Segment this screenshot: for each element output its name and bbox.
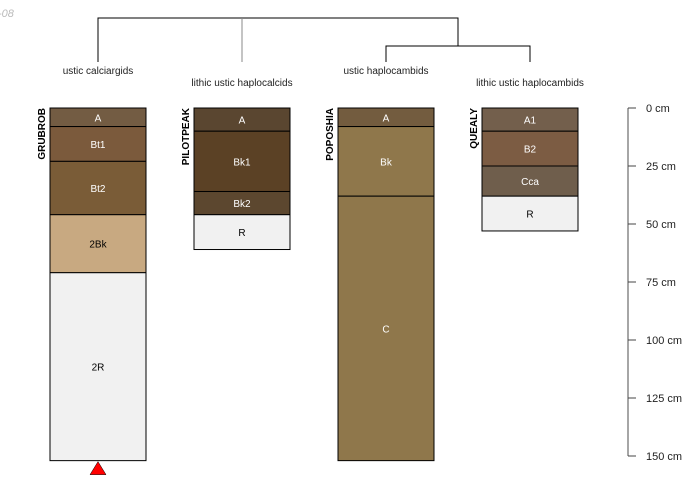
horizon-bt1 [49,126,147,162]
depth-tick-label: 0 cm [646,103,670,115]
horizon-r [481,195,579,232]
horizon-label: A [95,113,102,124]
taxon-label: ustic haplocambids [343,66,428,77]
dendrogram [97,17,531,62]
horizon-label: R [238,228,245,239]
taxon-label: ustic calciargids [63,66,134,77]
horizon-r [193,214,291,251]
horizon-label: Bt1 [90,140,105,151]
horizon-label: Bk [380,157,393,168]
profile-poposhia: POPOSHIA A BkC [325,107,435,462]
depth-tick-label: 100 cm [646,335,682,347]
horizon-label: B2 [524,145,537,156]
horizon-label: A [383,113,390,124]
horizon-bk [337,126,435,197]
dendrogram-root-branch [97,17,459,62]
horizon-label: Bk2 [233,199,251,210]
horizon-bk1 [193,130,291,193]
horizon-label: C [382,324,389,335]
horizon-label: 2Bk [89,240,107,251]
horizon-2r [49,272,147,462]
dendrogram-sub-branch [385,45,531,62]
horizon-label: Cca [521,177,539,188]
horizon-label: A [239,116,246,127]
horizon-label: A1 [524,116,537,127]
depth-tick-label: 25 cm [646,161,676,173]
depth-tick-label: 75 cm [646,277,676,289]
horizon-label: R [526,210,533,221]
horizon-label: Bt2 [90,184,105,195]
horizon-c [337,195,435,462]
taxon-labels: ustic calciargids lithic ustic haplocalci… [63,66,584,89]
horizon-b2 [481,130,579,167]
bottom-marker-triangle [89,461,107,475]
horizon-cca [481,165,579,197]
taxon-label: lithic ustic haplocalcids [191,78,292,89]
horizon-label: 2R [92,363,105,374]
profile-name: POPOSHIA [325,108,336,161]
depth-tick-label: 150 cm [646,451,682,463]
corner-label: -08 [0,8,15,20]
depth-axis: 0 cm 25 cm 50 cm 75 cm 100 cm 125 cm 150 cm [627,103,682,463]
profile-name: GRUBROB [37,108,48,160]
horizon-label: Bk1 [233,157,251,168]
profile-name: PILOTPEAK [181,107,192,165]
horizon-2bk [49,214,147,274]
taxon-label: lithic ustic haplocambids [476,78,584,89]
depth-tick-label: 50 cm [646,219,676,231]
depth-tick-label: 125 cm [646,393,682,405]
profile-name: QUEALY [469,108,480,149]
